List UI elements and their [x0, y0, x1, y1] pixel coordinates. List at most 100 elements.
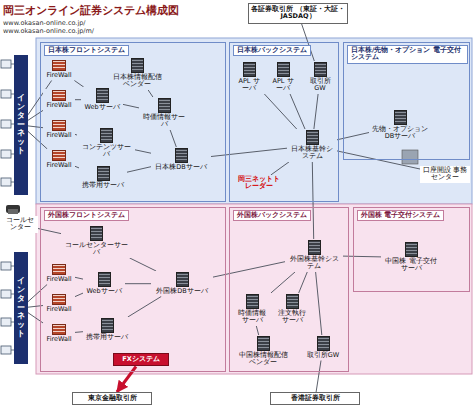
firewall-icon: [52, 294, 66, 305]
server: コールセンターサーバ: [61, 225, 131, 258]
node-text: FireWall: [45, 276, 73, 283]
system-region: 外国株フロントシステムコールセンターサーバFireWallFireWallFir…: [40, 207, 226, 372]
network-link: [127, 167, 151, 173]
network-link: [38, 229, 61, 234]
node-text: 時価情報サーバ: [141, 114, 187, 129]
node-text: FireWall: [45, 162, 73, 169]
flow-arrow: [117, 367, 136, 393]
network-link: [256, 326, 258, 335]
node-text: コンテンツサーバ: [79, 144, 133, 159]
system-region: 外国株バックシステム時価情報 サーバ注文執行 サーバ中国株情報配信 ベンダー外国…: [229, 207, 349, 372]
network-link: [75, 277, 83, 279]
node-text: 岡三ネットトレーダー: [235, 176, 283, 191]
region-heading: 日本株/先物・オプション 電子交付システム: [347, 45, 468, 64]
node-text: 日本株情報配信 ベンダー: [111, 74, 163, 89]
node-text: Webサーバ: [83, 104, 121, 111]
network-link: [316, 272, 322, 335]
firewall: FireWall: [43, 89, 75, 110]
firewall: FireWall: [43, 59, 75, 80]
network-link: [123, 104, 139, 108]
phone-icon: [6, 205, 20, 214]
japan-area: [36, 38, 472, 204]
server: 中国株 電子交付サーバ: [381, 241, 441, 274]
firewall-icon: [52, 60, 66, 71]
fx-system-box: FXシステム: [113, 353, 169, 366]
site-box: コールセンター: [2, 216, 38, 233]
server: 日本株基幹システム: [287, 129, 337, 162]
server-icon: [100, 128, 113, 143]
server-icon: [101, 318, 114, 333]
server-icon: [257, 336, 270, 351]
node-text: 時価情報 サーバ: [235, 310, 269, 325]
server-icon: [175, 148, 188, 163]
node-text: 取引所GW: [304, 78, 336, 93]
server: 先物・オプション DBサーバ: [369, 109, 431, 142]
server-icon: [176, 272, 189, 287]
server: 取引所GW: [302, 61, 338, 94]
server-icon: [314, 62, 327, 77]
system-region: 日本株フロントシステムFireWallFireWallFireWallFireW…: [40, 42, 226, 202]
server-icon: [394, 110, 407, 125]
server: APL サーバ: [267, 61, 299, 94]
server: 携帯用サーバ: [83, 317, 131, 342]
network-link: [125, 283, 151, 284]
network-link: [316, 361, 321, 393]
server: 携帯用サーバ: [79, 165, 127, 190]
firewall-icon: [52, 120, 66, 131]
region-heading: 外国株フロントシステム: [44, 210, 129, 221]
node-text: 取引所GW: [305, 352, 341, 359]
network-link: [170, 130, 176, 147]
node-text: FireWall: [45, 336, 73, 343]
server: 注文執行 サーバ: [273, 293, 311, 326]
node-text: APL サーバ: [269, 78, 297, 93]
server: 時価情報 サーバ: [233, 293, 271, 326]
server: 取引所GW: [303, 335, 343, 360]
network-link: [130, 258, 157, 271]
server-icon: [306, 130, 319, 145]
node-text: FireWall: [45, 102, 73, 109]
exchange-box: 香港証券取引所: [270, 392, 360, 405]
node-text: APL サーバ: [235, 78, 263, 93]
server-icon: [98, 272, 111, 287]
server-icon: [277, 62, 290, 77]
network-link: [312, 162, 313, 239]
network-link: [271, 162, 289, 175]
firewall: FireWall: [43, 119, 75, 140]
node-text: FXシステム: [116, 356, 166, 363]
server-icon: [158, 98, 171, 113]
node-text: 中国株情報配信 ベンダー: [235, 352, 291, 367]
network-link: [75, 293, 83, 297]
firewall-icon: [52, 324, 66, 335]
server: APL サーバ: [233, 61, 265, 94]
system-region: 日本株バックシステムAPL サーバAPL サーバ取引所GW岡三ネットトレーダー日…: [229, 42, 339, 202]
network-link: [211, 148, 287, 156]
network-link: [135, 150, 151, 153]
network-link: [148, 90, 153, 97]
network-link: [337, 133, 369, 140]
server-icon: [131, 58, 144, 73]
server-icon: [286, 294, 299, 309]
server-icon: [243, 62, 256, 77]
region-heading: 日本株バックシステム: [233, 45, 311, 56]
internet-band: インターネット: [14, 55, 28, 195]
node-text: 外国株DBサーバ: [153, 288, 211, 295]
node-text: FireWall: [45, 72, 73, 79]
server: 時価情報サーバ: [139, 97, 189, 130]
firewall: FireWall: [43, 323, 75, 344]
firewall: FireWall: [43, 293, 75, 314]
node-text: 注文執行 サーバ: [275, 310, 309, 325]
server: 外国株基幹システム: [285, 239, 343, 272]
node-text: 外国株基幹システム: [287, 256, 341, 271]
server: 外国株DBサーバ: [151, 271, 213, 296]
app-label: 岡三ネットトレーダー: [233, 175, 285, 192]
network-link: [213, 262, 285, 277]
node-text: 携帯用サーバ: [81, 182, 125, 189]
vertical-text: インターネット: [17, 277, 25, 339]
server-icon: [96, 88, 109, 103]
node-text: コールセンター: [4, 217, 36, 232]
foreign-area: [36, 204, 472, 374]
region-heading: 外国株 電子交付システム: [357, 210, 444, 221]
server-icon: [90, 226, 103, 241]
network-link: [128, 297, 161, 318]
